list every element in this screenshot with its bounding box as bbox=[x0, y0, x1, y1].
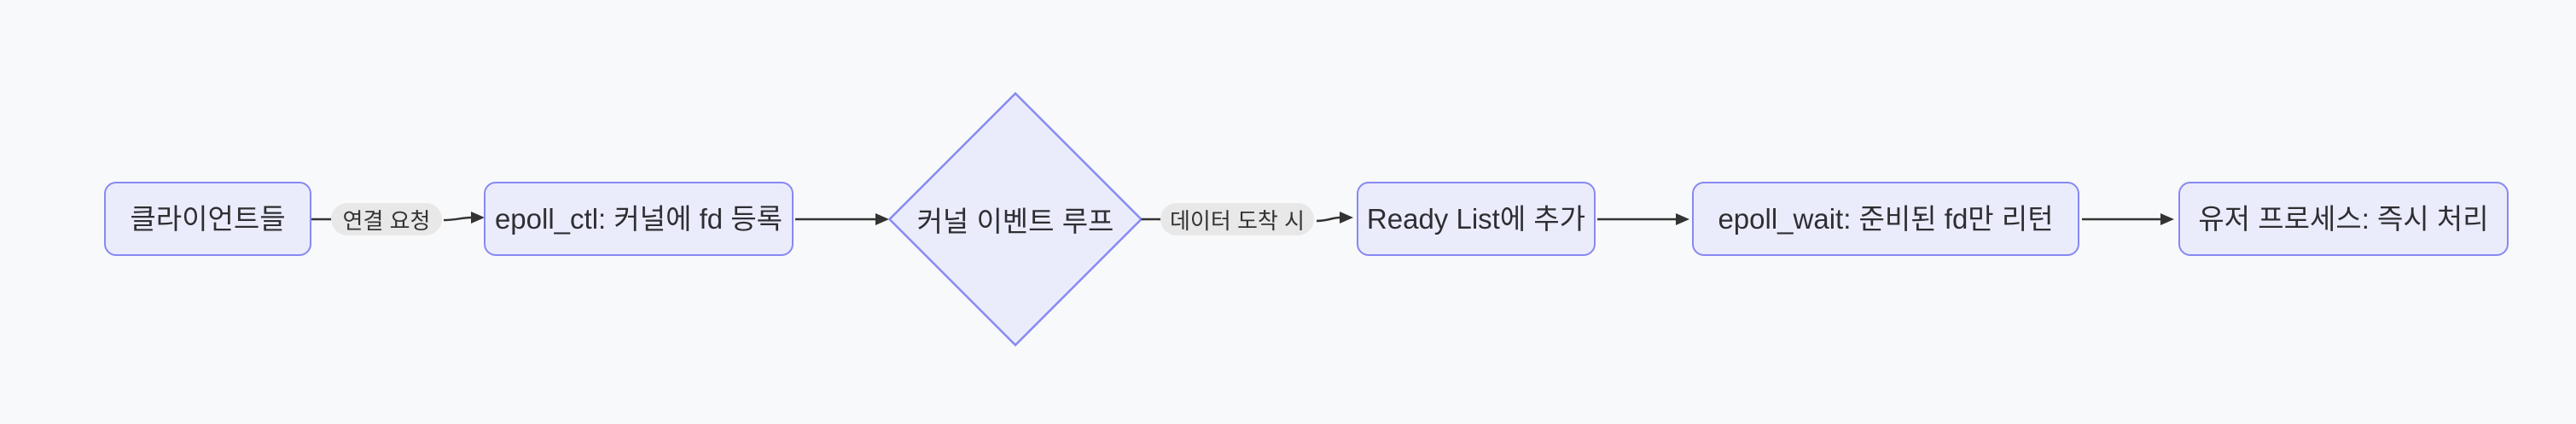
node-ready-list: Ready List에 추가 bbox=[1357, 182, 1596, 256]
edge-label-to-epoll-ctl bbox=[443, 212, 485, 224]
node-clients: 클라이언트들 bbox=[104, 182, 311, 256]
edge-label-to-ready-list bbox=[1316, 212, 1353, 224]
edge-label-data-arrival: 데이터 도착 시 bbox=[1160, 203, 1314, 235]
node-epoll-wait: epoll_wait: 준비된 fd만 리턴 bbox=[1692, 182, 2079, 256]
node-user-process: 유저 프로세스: 즉시 처리 bbox=[2178, 182, 2509, 256]
node-epoll-ctl: epoll_ctl: 커널에 fd 등록 bbox=[484, 182, 794, 256]
edge-label-connection-request: 연결 요청 bbox=[331, 203, 442, 235]
node-kernel-event-loop-label: 커널 이벤트 루프 bbox=[916, 206, 1114, 237]
